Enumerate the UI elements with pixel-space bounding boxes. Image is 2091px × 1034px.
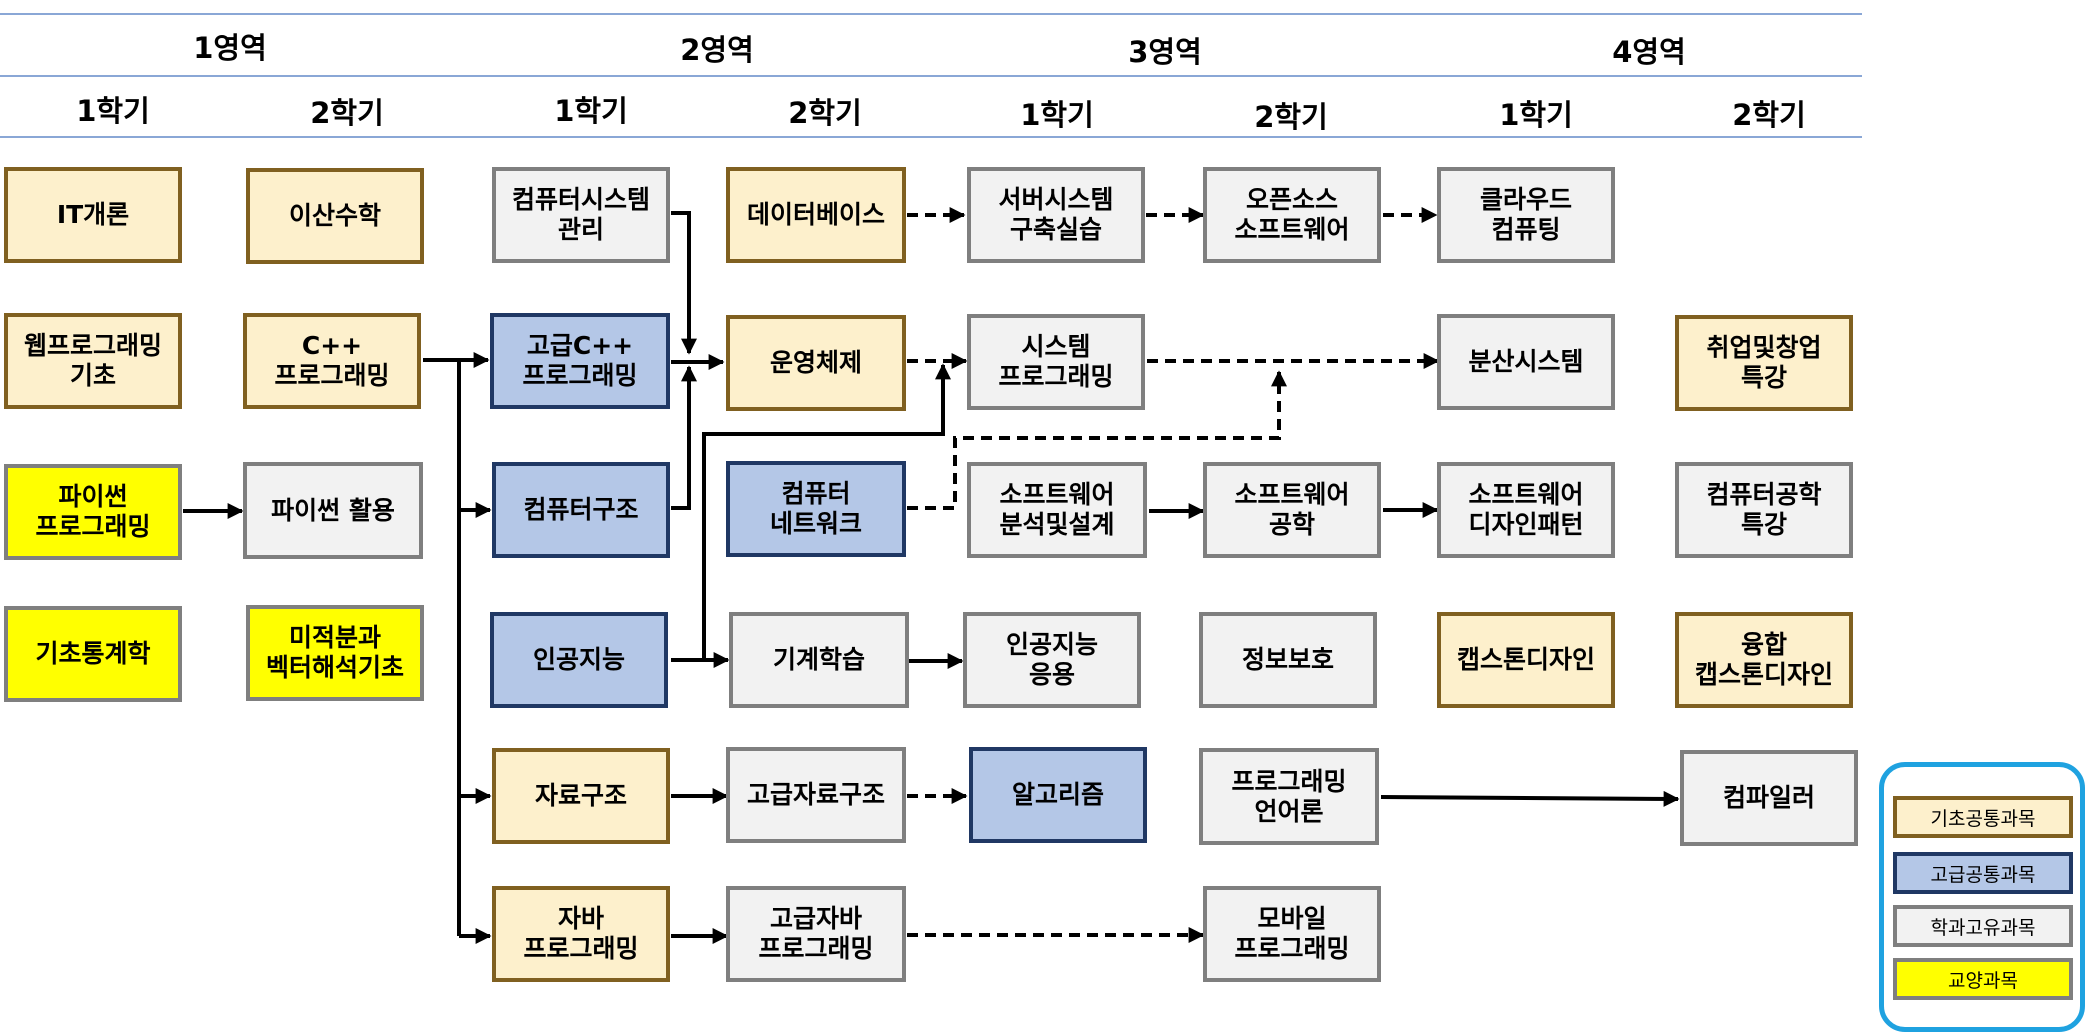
semester-header: 1학기 [1499,98,1573,132]
semester-header: 2학기 [1254,100,1328,134]
course-information-security: 정보보호 [1199,612,1377,708]
year-2-header: 2영역 [680,33,754,67]
course-algorithms: 알고리즘 [969,747,1147,843]
course-calculus-vector: 미적분과 벡터해석기초 [246,605,424,701]
course-software-analysis-design: 소프트웨어 분석및설계 [967,462,1147,558]
header-top-line [0,13,1862,15]
semester-header: 2학기 [310,96,384,130]
arrow-ai-to-system-programming [671,363,951,662]
semester-header: 1학기 [554,94,628,128]
course-machine-learning: 기계학습 [729,612,909,708]
course-cpp-programming: C++ 프로그래밍 [243,313,421,409]
legend-advanced-common: 고급공통과목 [1893,852,2073,894]
course-basic-statistics: 기초통계학 [4,606,182,702]
course-convergence-capstone: 융합 캡스톤디자인 [1675,612,1853,708]
course-operating-systems: 운영체제 [726,315,906,411]
semester-header: 1학기 [1020,98,1094,132]
course-software-design-patterns: 소프트웨어 디자인패턴 [1437,462,1615,558]
course-capstone-design: 캡스톤디자인 [1437,612,1615,708]
course-distributed-systems: 분산시스템 [1437,314,1615,410]
legend-frame [1879,762,2085,1032]
legend-liberal-arts: 교양과목 [1893,958,2073,1000]
header-middle-line [0,75,1862,77]
course-server-system-practice: 서버시스템 구축실습 [967,167,1145,263]
course-web-basics: 웹프로그래밍 기초 [4,313,182,409]
year-4-header: 4영역 [1612,35,1686,69]
course-computer-architecture: 컴퓨터구조 [492,462,670,558]
course-ai-applications: 인공지능 응용 [963,612,1141,708]
course-open-source-software: 오픈소스 소프트웨어 [1203,167,1381,263]
legend-basic-common: 기초공통과목 [1893,796,2073,838]
course-cs-special-lecture: 컴퓨터공학 특강 [1675,462,1853,558]
year-1-header: 1영역 [193,31,267,65]
course-python-programming: 파이썬 프로그래밍 [4,464,182,560]
course-artificial-intelligence: 인공지능 [490,612,668,708]
course-discrete-math: 이산수학 [246,168,424,264]
course-it-intro: IT개론 [4,167,182,263]
course-advanced-cpp: 고급C++ 프로그래밍 [490,313,670,409]
course-software-engineering: 소프트웨어 공학 [1203,462,1381,558]
course-cloud-computing: 클라우드 컴퓨팅 [1437,167,1615,263]
course-mobile-programming: 모바일 프로그래밍 [1203,886,1381,982]
course-employment-startup: 취업및창업 특강 [1675,315,1853,411]
course-computer-network: 컴퓨터 네트워크 [726,461,906,557]
semester-header: 2학기 [788,96,862,130]
course-advanced-java: 고급자바 프로그래밍 [726,886,906,982]
course-computer-system-admin: 컴퓨터시스템 관리 [492,167,670,263]
header-bottom-line [0,136,1862,138]
year-3-header: 3영역 [1128,35,1202,69]
course-python-usage: 파이썬 활용 [243,462,423,559]
arrow-system-admin-to-os [671,211,697,355]
semester-header: 1학기 [76,94,150,128]
course-compiler: 컴파일러 [1680,750,1858,846]
course-java-programming: 자바 프로그래밍 [492,886,670,982]
arrow-network-to-distributed [907,370,1287,510]
arrow-pl-theory-to-compiler [1380,790,1680,807]
course-system-programming: 시스템 프로그래밍 [967,314,1145,410]
course-programming-language-theory: 프로그래밍 언어론 [1199,748,1379,845]
legend-department-specific: 학과고유과목 [1893,905,2073,947]
semester-header: 2학기 [1732,98,1806,132]
course-advanced-data-structures: 고급자료구조 [726,747,906,843]
arrow-architecture-to-os [671,365,697,510]
course-database: 데이터베이스 [726,167,906,263]
course-data-structures: 자료구조 [492,748,670,844]
